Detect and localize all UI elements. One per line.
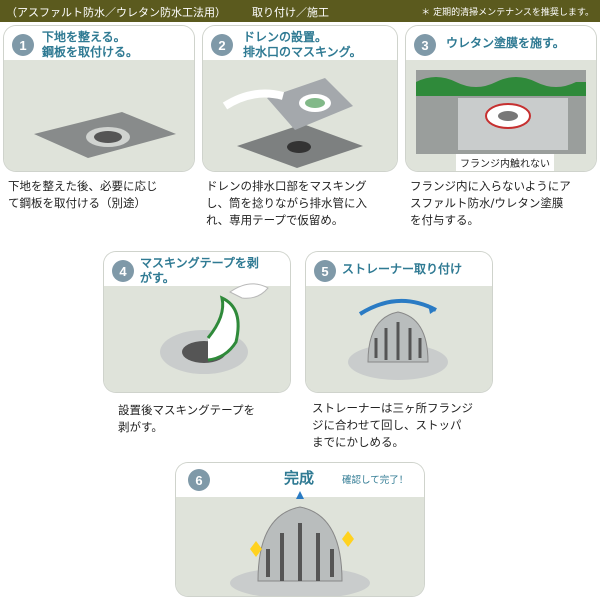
step-4-number: 4: [112, 260, 134, 282]
step-2-title: ドレンの設置。 排水口のマスキング。: [243, 30, 362, 59]
step-3-title: ウレタン塗膜を施す。: [446, 36, 565, 50]
step-1-number: 1: [12, 34, 34, 56]
step-5-number: 5: [314, 260, 336, 282]
step-3-description: フランジ内に入らないようにア スファルト防水/ウレタン塗膜 を付与する。: [410, 179, 571, 227]
step-4-description: 設置後マスキングテープを 剥がす。: [118, 403, 255, 434]
header-bar: （アスファルト防水／ウレタン防水工法用） 取り付け／施工 ＊ 定期的清掃メンテナ…: [0, 0, 600, 22]
step-4-card: 4 マスキングテープを剥 がす。: [104, 252, 290, 392]
step-3-card: 3 ウレタン塗膜を施す。 フランジ内触れない: [406, 26, 596, 171]
step-4-illustration: [160, 283, 269, 374]
header-method: （アスファルト防水／ウレタン防水工法用）: [6, 6, 226, 19]
step-3-flange-note: フランジ内触れない: [456, 154, 554, 171]
header-note: ＊ 定期的清掃メンテナンスを推奨します。: [421, 8, 594, 18]
step-6-illustration: [230, 491, 370, 596]
step-5-illustration: [348, 299, 448, 380]
step-1-card: 1 下地を整える。 鋼板を取付ける。: [4, 26, 194, 171]
step-6-subtitle: 確認して完了！: [342, 475, 409, 486]
step-5-title: ストレーナー取り付け: [342, 262, 463, 276]
step-5-description: ストレーナーは三ヶ所フランジ ジに合わせて回し、ストッパ までにかしめる。: [312, 401, 473, 449]
step-6-card: 6 完成 確認して完了！: [176, 463, 424, 596]
step-2-illustration: [222, 78, 363, 168]
step-2-card: 2 ドレンの設置。 排水口のマスキング。: [203, 26, 397, 171]
step-1-description: 下地を整えた後、必要に応じ て鋼板を取付ける（別途）: [8, 179, 158, 210]
step-5-card: 5 ストレーナー取り付け: [306, 252, 492, 392]
header-title: 取り付け／施工: [252, 6, 329, 19]
step-3-number: 3: [414, 34, 436, 56]
step-2-description: ドレンの排水口部をマスキング し、筒を捻りながら排水管に入 れ、専用テープで仮留…: [206, 179, 367, 227]
step-4-title: マスキングテープを剥 がす。: [140, 256, 259, 285]
step-2-number: 2: [211, 34, 233, 56]
step-3-illustration: [416, 70, 586, 154]
step-1-illustration: [34, 112, 176, 158]
step-6-number: 6: [188, 469, 210, 491]
step-6-title: 完成: [284, 469, 315, 487]
step-1-title: 下地を整える。 鋼板を取付ける。: [42, 30, 139, 59]
